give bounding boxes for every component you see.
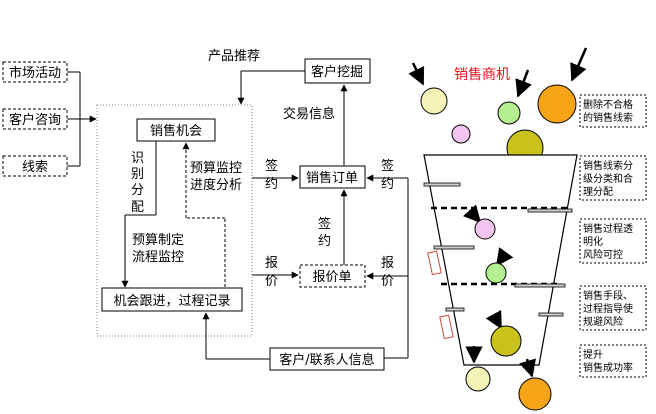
market-activity-label: 市场活动: [9, 65, 61, 81]
note-1-line-2: 的销售线索: [583, 111, 633, 124]
note-3-line-3: 风险可控: [583, 248, 623, 261]
sales-order-box: [299, 165, 366, 189]
sign-right-char-1: 签: [381, 158, 394, 174]
sales-order-label: 销售订单: [306, 170, 358, 186]
identify-char-3: 分: [131, 183, 144, 198]
contact-to-follow-connector: [202, 312, 270, 360]
budget-monitor-line-2: 进度分析: [190, 177, 242, 193]
quote-left-char-1: 报: [265, 256, 278, 271]
recommend-connector: [237, 70, 305, 105]
identify-char-1: 识: [131, 151, 144, 166]
quote-box: [299, 264, 366, 288]
lead-ball: [537, 84, 577, 124]
sign-left-char-2: 约: [265, 177, 278, 192]
funnel-note-2: 销售线索分 级分类和合 理分配: [579, 155, 647, 201]
lead-ball: [490, 325, 522, 357]
customer-mining-box: [304, 58, 371, 84]
funnel-note-4: 销售手段、 过程指导使 规避风险: [579, 285, 647, 331]
sign-right-char-2: 约: [381, 177, 394, 192]
funnel-title: 销售商机: [454, 67, 510, 83]
lead-ball: [451, 124, 471, 144]
product-recommend-label: 产品推荐: [208, 49, 260, 64]
funnel-note-3: 销售过程透 明化 风险可控: [579, 218, 647, 264]
lead-ball: [485, 262, 507, 284]
lead-ball: [465, 366, 491, 392]
note-4-line-1: 销售手段、: [583, 289, 633, 302]
trade-info-label: 交易信息: [283, 106, 335, 122]
funnel-side-marks: [427, 250, 454, 340]
note-3-line-1: 销售过程透: [583, 222, 633, 235]
note-3-line-2: 明化: [583, 235, 603, 248]
budget-monitor-line-1: 预算监控: [190, 161, 242, 176]
lead-ball: [497, 101, 521, 125]
lead-ball: [518, 377, 552, 411]
budget-monitor-loop: [182, 142, 226, 287]
contact-backbone: [366, 174, 409, 359]
sign-mid-char-2: 约: [318, 234, 331, 249]
identify-char-4: 配: [131, 200, 144, 215]
note-4-line-2: 过程指导使: [583, 302, 633, 315]
leads-label: 线索: [22, 160, 48, 175]
funnel-stage-lines: [431, 206, 569, 286]
customer-mining-label: 客户挖掘: [311, 64, 363, 80]
quote-label: 报价单: [312, 270, 351, 285]
note-2-line-1: 销售线索分: [583, 159, 633, 172]
note-5-line-2: 销售成功率: [583, 361, 633, 374]
allocate-connector: [121, 141, 157, 288]
follow-up-box: [101, 287, 243, 312]
lead-ball: [474, 218, 496, 240]
lead-ball: [420, 87, 448, 115]
market-activity-box: [2, 61, 68, 83]
budget-make-line-2: 流程监控: [132, 250, 184, 265]
sales-opportunity-label: 销售机会: [150, 123, 202, 139]
quote-right-char-1: 报: [381, 256, 394, 271]
opportunity-container: [96, 104, 253, 337]
budget-make-line-1: 预算制定: [132, 233, 184, 248]
note-2-line-2: 级分类和合: [583, 172, 633, 185]
sign-mid-char-1: 签: [318, 216, 331, 232]
funnel-inner-arrows: [462, 204, 536, 378]
funnel-note-5: 提升 销售成功率: [579, 344, 647, 378]
quote-right-char-2: 价: [381, 274, 394, 289]
incoming-arrows: [408, 47, 588, 98]
note-2-line-3: 理分配: [583, 186, 613, 198]
sign-left-char-1: 签: [265, 158, 278, 174]
leads-box: [2, 155, 68, 177]
contact-info-label: 客户/联系人信息: [279, 352, 374, 368]
quote-left-char-2: 价: [265, 274, 278, 289]
sales-opportunity-box: [136, 118, 216, 142]
funnel-shelves: [423, 182, 573, 317]
note-5-line-1: 提升: [583, 349, 603, 361]
note-1-line-1: 删除不合格: [583, 98, 633, 111]
funnel-note-1: 删除不合格 的销售线索: [579, 94, 647, 128]
customer-consult-label: 客户咨询: [9, 112, 61, 128]
follow-up-label: 机会跟进，过程记录: [113, 294, 230, 309]
input-merge-lines: [67, 71, 97, 167]
identify-char-2: 别: [131, 167, 144, 182]
customer-consult-box: [2, 108, 68, 130]
note-4-line-3: 规避风险: [583, 315, 623, 328]
